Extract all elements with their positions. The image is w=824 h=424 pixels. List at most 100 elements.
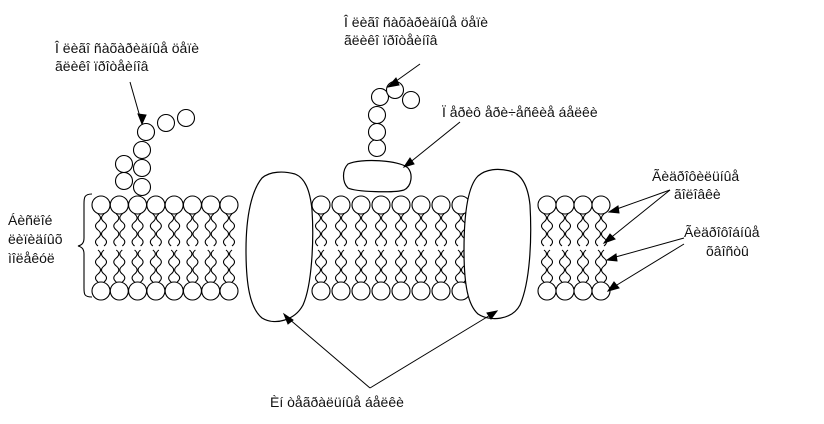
lipid-head <box>555 195 575 215</box>
lipid-tail <box>454 249 462 283</box>
lipid-tail <box>100 213 108 247</box>
lipid-tail <box>113 249 120 283</box>
lipid-head <box>573 281 593 301</box>
lipid-tail <box>100 249 108 283</box>
bilayer-brace <box>77 193 93 298</box>
lipid-tail <box>558 249 566 283</box>
lipid-tail <box>210 213 217 247</box>
lipid-tail <box>546 249 554 283</box>
lipid-tail <box>174 249 181 283</box>
lipid-tail <box>119 249 126 283</box>
lipid-tail <box>94 249 102 283</box>
lipid-tail <box>186 213 193 247</box>
bilayer-label-line3: ìîëåêóë <box>8 250 55 266</box>
oligosaccharide-chains <box>114 80 421 197</box>
lipid-tail <box>558 213 566 247</box>
peripheral-protein <box>342 159 412 193</box>
lipid-tail <box>168 249 175 283</box>
lipid-tail <box>320 213 328 247</box>
lipid-heads <box>91 195 611 301</box>
lipid-tail <box>222 249 230 283</box>
lipid-tail <box>168 213 175 247</box>
lipid-tail <box>582 249 590 283</box>
polar-heads-label-line1: Ãèäðîôèëüíûå <box>652 168 740 184</box>
lipid-head <box>411 195 431 215</box>
lipid-head <box>371 195 391 215</box>
lipid-head <box>351 281 371 301</box>
sugar-residue <box>156 113 176 133</box>
lipid-tail <box>340 213 348 247</box>
lipid-head <box>146 281 166 301</box>
lipid-head <box>537 281 557 301</box>
integral-protein-right <box>463 168 532 320</box>
glycoprotein-label-line1: Î ëèãî ñàõàðèäíûå öåïè <box>344 14 489 30</box>
lipid-tail <box>420 249 428 283</box>
sugar-residue <box>401 90 421 110</box>
lipid-tail <box>222 213 230 247</box>
sugar-residue <box>114 171 134 191</box>
lipid-tail <box>334 249 342 283</box>
lipid-head <box>591 281 611 301</box>
glycolipid-label-line1: Î ëèãî ñàõàðèäíûå öåïè <box>55 40 200 56</box>
lipid-head <box>164 195 184 215</box>
lipid-head <box>331 281 351 301</box>
lipid-tail <box>374 213 382 247</box>
sugar-residue <box>114 154 134 174</box>
lipid-tail <box>540 249 548 283</box>
lipid-tail <box>440 249 448 283</box>
lipid-tail <box>576 213 584 247</box>
lipid-head <box>91 281 111 301</box>
lipid-head <box>371 281 391 301</box>
sugar-residue <box>367 105 387 125</box>
sugar-residue <box>176 108 196 128</box>
lipid-head <box>311 195 331 215</box>
lipid-head <box>109 281 129 301</box>
lipid-head <box>411 281 431 301</box>
lipid-tail <box>204 213 211 247</box>
integral-proteins-label: Èí òåãðàëüíûå áåëêè <box>270 394 404 410</box>
lipid-tails <box>94 213 608 283</box>
lipid-head <box>201 281 221 301</box>
lipid-tail <box>131 249 138 283</box>
lipid-tail <box>400 213 408 247</box>
hydrophobic-tails-label-line2: õâîñòû <box>706 243 749 259</box>
lipid-head <box>219 195 239 215</box>
sugar-residue <box>136 122 156 142</box>
lipid-tail <box>354 213 362 247</box>
sugar-residue <box>132 140 152 160</box>
lipid-head <box>537 195 557 215</box>
lipid-tail <box>228 249 236 283</box>
lipid-tail <box>546 213 554 247</box>
lipid-head <box>391 281 411 301</box>
lipid-tail <box>354 249 362 283</box>
lipid-tail <box>340 249 348 283</box>
lipid-head <box>331 195 351 215</box>
lipid-head <box>431 281 451 301</box>
lipid-tail <box>594 249 602 283</box>
bilayer-label-line2: ëèïèäíûõ <box>8 231 63 247</box>
lipid-tail <box>192 249 199 283</box>
lipid-tail <box>400 249 408 283</box>
lipid-tail <box>576 249 584 283</box>
lipid-tail <box>186 249 193 283</box>
lipid-head <box>164 281 184 301</box>
lipid-tail <box>228 213 236 247</box>
lipid-head <box>555 281 575 301</box>
lipid-tail <box>94 213 102 247</box>
lipid-head <box>573 195 593 215</box>
lipid-head <box>311 281 331 301</box>
lipid-tail <box>320 249 328 283</box>
integral-protein-left <box>245 171 314 323</box>
lipid-tail <box>420 213 428 247</box>
polar-heads-label-line2: ãîëîâêè <box>674 186 721 202</box>
sugar-residue <box>132 158 152 178</box>
lipid-head <box>431 195 451 215</box>
lipid-head <box>201 195 221 215</box>
lipid-tail <box>414 213 422 247</box>
lipid-tail <box>540 213 548 247</box>
lipid-tail <box>149 213 156 247</box>
lipid-tail <box>174 213 181 247</box>
lipid-tail <box>380 249 388 283</box>
lipid-tail <box>137 213 144 247</box>
